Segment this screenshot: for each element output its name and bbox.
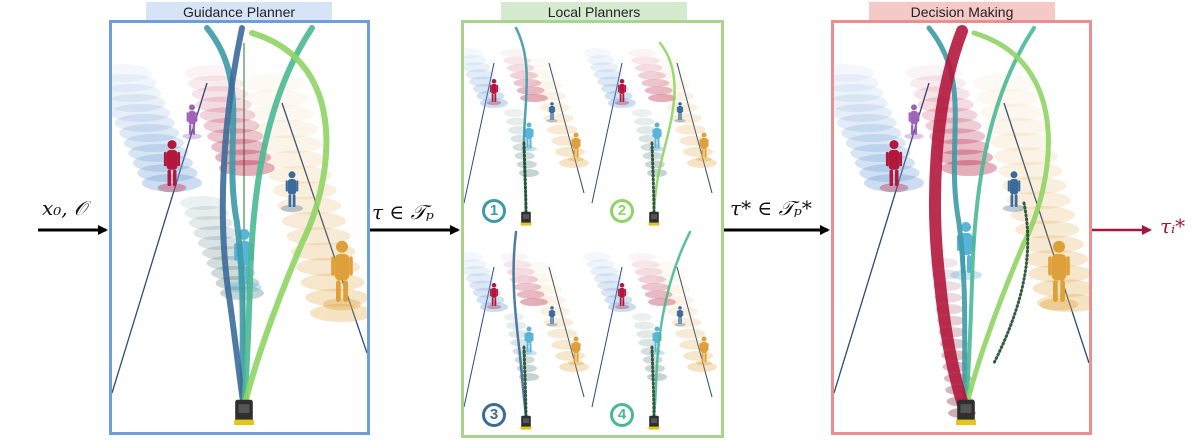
dotted-plan xyxy=(992,201,1030,365)
boundary-left xyxy=(834,82,930,394)
local-planners-title: Local Planners xyxy=(501,2,687,22)
trajectory-blue xyxy=(219,25,247,411)
local-planner-1 xyxy=(464,26,589,226)
robot xyxy=(234,399,254,426)
boundary-left xyxy=(112,82,208,394)
trajectory-lime xyxy=(963,30,1051,411)
trajectory-green xyxy=(964,26,1036,410)
planner-3-badge: 3 xyxy=(482,403,506,427)
output-label: τᵢ* xyxy=(1160,214,1186,238)
trajectory-green xyxy=(241,25,315,411)
guidance-output-label: τ ∈ 𝒯ₚ xyxy=(372,200,434,224)
human-red xyxy=(157,140,187,193)
local-planner-4 xyxy=(583,230,717,430)
human-red xyxy=(879,140,909,193)
human-dark-blue xyxy=(280,171,304,212)
guidance-scene xyxy=(112,25,367,426)
local-planner-2 xyxy=(583,41,717,226)
local-planner-3 xyxy=(464,230,589,430)
selected-trajectory xyxy=(929,25,970,414)
guidance-planner-title: Guidance Planner xyxy=(146,2,332,22)
human-orange xyxy=(322,240,362,311)
human-purple xyxy=(182,104,202,140)
human-purple xyxy=(904,104,924,140)
trajectory-lime xyxy=(241,30,330,411)
human-blue-history xyxy=(834,64,924,192)
decision-making-panel xyxy=(831,20,1092,435)
human-orange-history xyxy=(972,74,1089,312)
planner-2-badge: 2 xyxy=(610,199,634,223)
decision-scene xyxy=(834,25,1089,426)
guidance-planner-panel xyxy=(109,20,370,435)
boundary-right xyxy=(281,102,367,354)
human-dark-blue xyxy=(1002,171,1026,212)
planner-4-badge: 4 xyxy=(610,403,634,427)
robot xyxy=(956,399,976,426)
local-scene xyxy=(464,26,717,430)
human-blue-history xyxy=(112,64,202,192)
planner-1-badge: 1 xyxy=(482,199,506,223)
local-output-label: τ* ∈ 𝒯ₚ* xyxy=(730,196,812,220)
input-label: x₀, 𝒪 xyxy=(42,196,87,220)
decision-making-title: Decision Making xyxy=(869,2,1055,22)
boundary-right xyxy=(1003,102,1089,364)
local-planners-panel: 1 2 3 4 xyxy=(461,20,724,438)
human-orange xyxy=(1039,240,1079,311)
